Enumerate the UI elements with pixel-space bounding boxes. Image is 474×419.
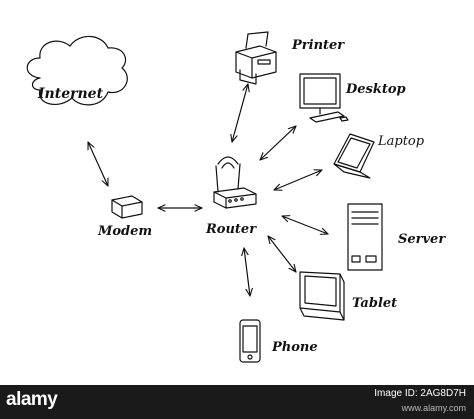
- modem-label: Modem: [98, 224, 153, 239]
- phone-label: Phone: [272, 340, 318, 355]
- tablet-icon: [299, 271, 345, 321]
- router-icon: [213, 156, 257, 209]
- arrow-router-phone: [244, 247, 250, 297]
- server-icon: [347, 203, 383, 271]
- laptop-label: Laptop: [378, 134, 425, 149]
- stock-logo: alamy: [6, 389, 58, 410]
- laptop-icon: [333, 133, 375, 179]
- phone-icon: [239, 319, 261, 363]
- arrow-router-tablet: [267, 235, 297, 273]
- arrow-internet-modem: [87, 141, 109, 187]
- arrow-router-printer: [232, 83, 248, 143]
- modem-icon: [111, 195, 143, 219]
- printer-label: Printer: [292, 38, 345, 53]
- router-label: Router: [206, 222, 257, 237]
- arrow-router-desktop: [259, 125, 297, 161]
- image-id-text: Image ID: 2AG8D7H: [374, 388, 466, 399]
- server-label: Server: [398, 232, 446, 247]
- cloud-icon: [26, 35, 128, 106]
- diagram-canvas: [26, 31, 383, 363]
- tablet-label: Tablet: [352, 296, 398, 311]
- arrow-router-laptop: [273, 170, 323, 190]
- desktop-icon: [299, 73, 349, 123]
- network-diagram: Internet Modem Router Printer Desktop La…: [26, 31, 446, 363]
- arrow-router-server: [281, 216, 329, 234]
- site-url: www.alamy.com: [401, 403, 466, 413]
- printer-icon: [235, 31, 277, 85]
- stock-footer-bar: alamy Image ID: 2AG8D7H www.alamy.com: [0, 385, 474, 419]
- desktop-label: Desktop: [346, 82, 406, 97]
- internet-label: Internet: [38, 86, 104, 102]
- stock-image-id: Image ID: 2AG8D7H www.alamy.com: [374, 387, 466, 415]
